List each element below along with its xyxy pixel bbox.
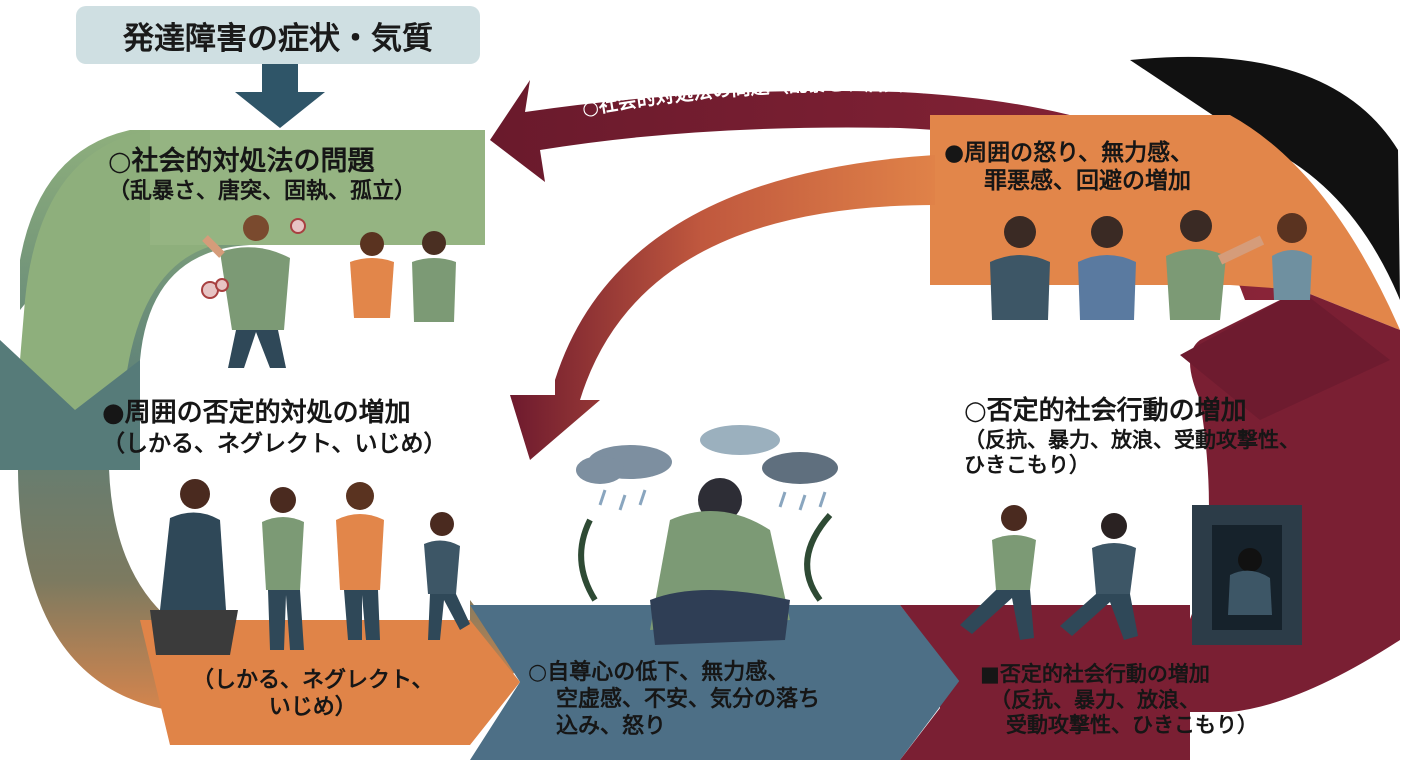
node-negative-behavior-bottom: ■否定的社会行動の増加 （反抗、暴力、放浪、 受動攻撃性、ひきこもり） [980,662,1258,739]
node-negative-behavior-right-line3: ひきこもり） [964,453,1090,478]
slate-chevron [470,605,960,760]
node-negative-behavior-bottom-line1: ■否定的社会行動の増加 [980,662,1210,686]
node-others-anger: ●周囲の怒り、無力感、 罪悪感、回避の増加 [944,139,1193,195]
node-self-esteem-line1: ○自尊心の低下、無力感、 [528,660,790,685]
green-box [150,130,485,245]
node-social-problem: ○社会的対処法の問題 （乱暴さ、唐突、固執、孤立） [108,146,416,206]
node-negative-behavior-bottom-line2: （反抗、暴力、放浪、 [990,687,1200,712]
node-social-problem-line2: （乱暴さ、唐突、固執、孤立） [108,178,417,204]
orange-wedge [1230,115,1400,330]
maroon-bottom [900,605,1190,760]
node-social-problem-line1: ○社会的対処法の問題 [108,146,375,177]
node-others-anger-line2: 罪悪感、回避の増加 [984,168,1191,195]
node-bottom-left: （しかる、ネグレクト、 いじめ） [192,668,434,722]
down-arrow [235,64,325,128]
node-self-esteem: ○自尊心の低下、無力感、 空虚感、不安、気分の落ち 込み、怒り [528,660,820,740]
node-bottom-left-line2: いじめ） [268,694,357,720]
node-negative-response-line1: ●周囲の否定的対処の増加 [102,398,411,428]
woman-icon [350,232,394,318]
group-crossed-arms-icon [990,210,1312,320]
node-negative-response: ●周囲の否定的対処の増加 （しかる、ネグレクト、いじめ） [102,398,447,458]
angry-person-icon [202,215,290,368]
node-negative-behavior-right: ○否定的社会行動の増加 （反抗、暴力、放浪、受動攻撃性、 ひきこもり） [964,396,1300,479]
node-self-esteem-line2: 空虚感、不安、気分の落ち [556,686,821,712]
green-curve [20,130,215,420]
node-bottom-left-line1: （しかる、ネグレクト、 [192,668,434,693]
node-others-anger-line1: ●周囲の怒り、無力感、 [944,140,1194,166]
rain-cloud-icon [576,425,838,484]
orange-chevron [140,620,520,745]
man-icon [412,231,456,322]
node-negative-behavior-right-line1: ○否定的社会行動の増加 [964,396,1247,426]
middle-arc [510,155,935,460]
node-negative-behavior-bottom-line3: 受動攻撃性、ひきこもり） [1006,713,1258,738]
node-negative-response-line2: （しかる、ネグレクト、いじめ） [102,430,447,457]
rain-icon [598,489,827,511]
title-box: 発達障害の症状・気質 [76,6,480,64]
thorny-plant-icon [578,513,833,602]
dark-room-icon [1192,505,1302,645]
teal-chevron [0,340,140,470]
sad-person-icon [650,478,790,645]
running-people-icon [960,505,1138,640]
right-maroon-chevron [1180,290,1390,420]
arc-shadow [1130,56,1400,300]
node-negative-behavior-right-line2: （反抗、暴力、放浪、受動攻撃性、 [964,427,1300,452]
page-title: 発達障害の症状・気質 [123,20,433,57]
scolding-group-icon [150,479,470,655]
puff-icon [201,218,306,299]
node-self-esteem-line3: 込み、怒り [556,713,667,739]
